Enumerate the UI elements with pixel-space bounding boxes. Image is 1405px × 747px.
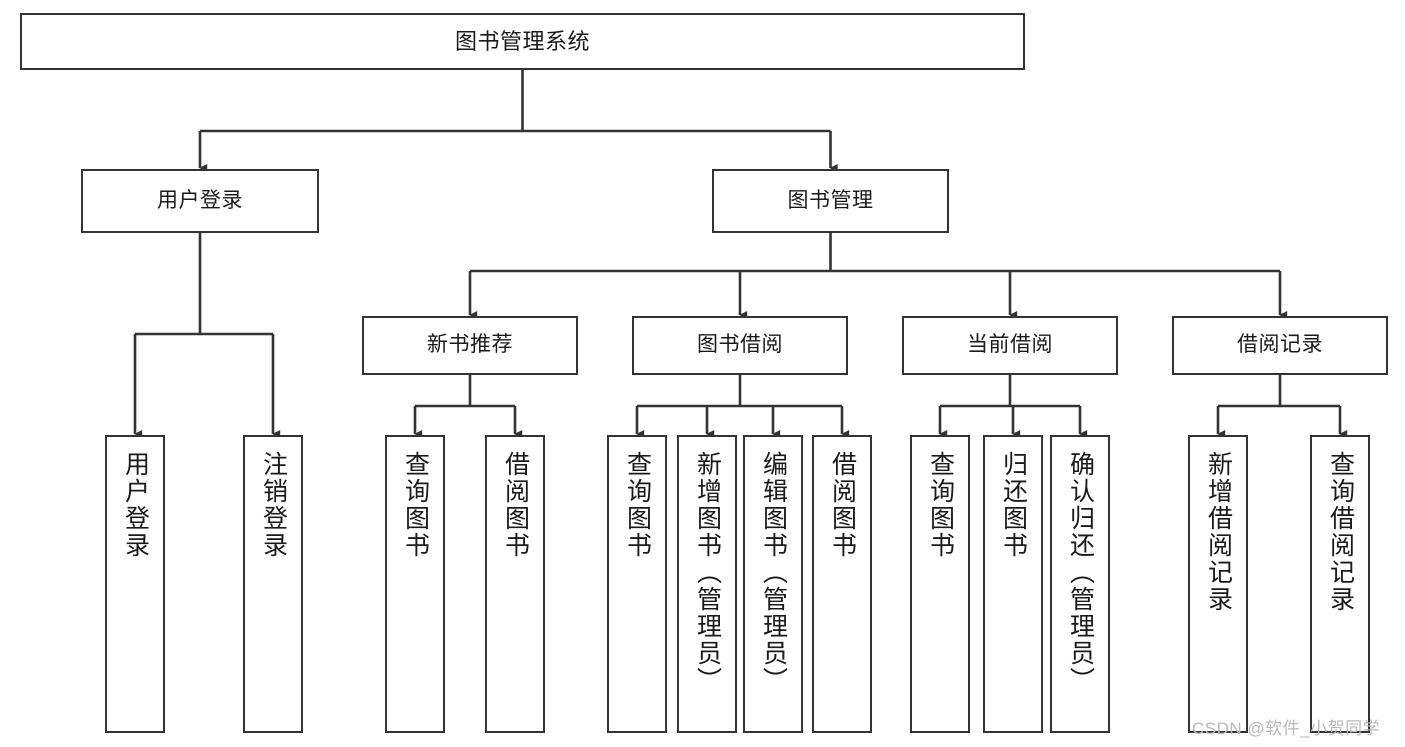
node-leaf-edit-book-admin[interactable]: 编辑图书（管理员）	[743, 435, 803, 733]
node-label: 编辑图书（管理员）	[759, 451, 788, 694]
node-label: 借阅记录	[1237, 333, 1323, 357]
node-leaf-logout[interactable]: 注销登录	[243, 435, 303, 733]
node-label: 图书借阅	[697, 333, 783, 357]
node-level2-borrow-record[interactable]: 借阅记录	[1172, 316, 1388, 375]
node-label: 用户登录	[121, 451, 150, 559]
node-label: 查询图书	[926, 451, 955, 559]
node-label: 查询借阅记录	[1326, 451, 1355, 613]
node-label: 借阅图书	[501, 451, 530, 559]
node-label: 归还图书	[999, 451, 1028, 559]
node-label: 图书管理	[787, 188, 874, 212]
node-label: 图书管理系统	[454, 28, 590, 54]
node-leaf-add-borrow-record[interactable]: 新增借阅记录	[1188, 435, 1248, 733]
node-level2-current-borrow[interactable]: 当前借阅	[902, 316, 1118, 375]
csdn-watermark: CSDN @软件_小贺同学	[1192, 719, 1381, 738]
node-leaf-add-book-admin[interactable]: 新增图书（管理员）	[677, 435, 737, 733]
node-level1-book-management[interactable]: 图书管理	[712, 169, 949, 233]
node-label: 当前借阅	[967, 333, 1053, 357]
node-label: 用户登录	[157, 188, 243, 212]
node-label: 注销登录	[259, 451, 288, 559]
node-leaf-query-book-recommend[interactable]: 查询图书	[385, 435, 445, 733]
node-leaf-borrow-book-recommend[interactable]: 借阅图书	[485, 435, 545, 733]
node-leaf-query-book-borrow[interactable]: 查询图书	[607, 435, 667, 733]
node-label: 查询图书	[401, 451, 430, 559]
node-level1-user-login[interactable]: 用户登录	[81, 169, 319, 233]
node-label: 新增图书（管理员）	[693, 451, 722, 694]
node-leaf-query-borrow-record[interactable]: 查询借阅记录	[1310, 435, 1370, 733]
node-level2-new-book-recommend[interactable]: 新书推荐	[362, 316, 578, 375]
node-label: 新书推荐	[427, 333, 513, 357]
node-label: 新增借阅记录	[1204, 451, 1233, 613]
node-leaf-borrow-book[interactable]: 借阅图书	[812, 435, 872, 733]
node-level2-book-borrow[interactable]: 图书借阅	[632, 316, 848, 375]
node-root[interactable]: 图书管理系统	[20, 13, 1025, 70]
node-leaf-return-book[interactable]: 归还图书	[983, 435, 1043, 733]
node-label: 借阅图书	[828, 451, 857, 559]
node-leaf-confirm-return-admin[interactable]: 确认归还（管理员）	[1050, 435, 1110, 733]
node-leaf-query-book-current[interactable]: 查询图书	[910, 435, 970, 733]
node-label: 确认归还（管理员）	[1066, 451, 1095, 694]
node-label: 查询图书	[623, 451, 652, 559]
node-leaf-user-login[interactable]: 用户登录	[105, 435, 165, 733]
